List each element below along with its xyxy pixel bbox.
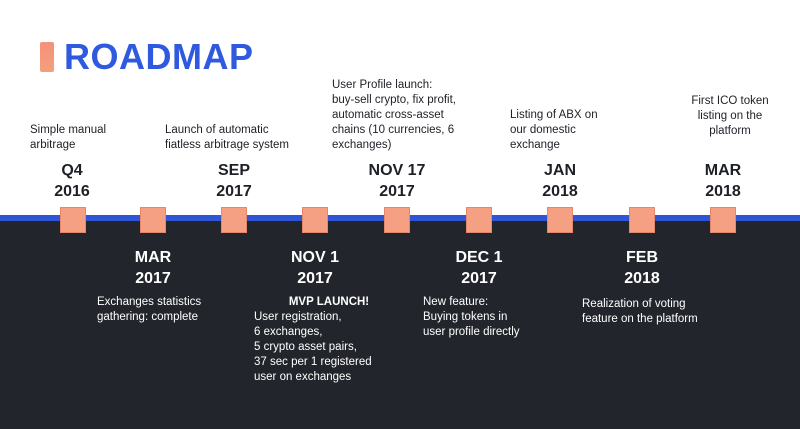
milestone-description: Exchanges statistics gathering: complete [97, 295, 201, 325]
milestone-year: 2017 [461, 270, 497, 287]
milestone-month: Q4 [61, 162, 83, 179]
description-line: User registration, [254, 311, 342, 323]
milestone-month: FEB [626, 249, 658, 266]
description-line: 37 sec per 1 registered [254, 356, 372, 368]
milestone-date: NOV 1 2017 [255, 247, 375, 289]
milestone-description: MVP LAUNCH! User registration, 6 exchang… [254, 295, 404, 385]
description-line: Buying tokens in [423, 311, 508, 323]
milestone-year: 2018 [542, 183, 578, 200]
milestone-month: NOV 1 [290, 249, 339, 266]
description-line: user on exchanges [254, 371, 352, 383]
description-line: exchange [510, 139, 560, 151]
description-line: Launch of automatic [165, 124, 269, 136]
milestone-month: MAR [134, 249, 172, 266]
title-accent-icon [40, 42, 54, 72]
title-group: ROADMAP [40, 36, 254, 78]
description-line: our domestic [510, 124, 576, 136]
milestone-marker-q4-2016 [60, 207, 86, 233]
description-line: automatic cross-asset [332, 109, 444, 121]
milestone-marker-dec1-2017 [466, 207, 492, 233]
milestone-description: Simple manual arbitrage [30, 123, 106, 153]
milestone-year: 2017 [379, 183, 415, 200]
milestone-marker-mar-2017 [140, 207, 166, 233]
milestone-month: MAR [704, 162, 742, 179]
milestone-description: User Profile launch: buy-sell crypto, fi… [332, 78, 456, 153]
description-line: feature on the platform [582, 313, 698, 325]
milestone-description: Launch of automatic fiatless arbitrage s… [165, 123, 289, 153]
description-line: Realization of voting [582, 298, 686, 310]
milestone-description: Realization of voting feature on the pla… [582, 297, 698, 327]
milestone-description: First ICO token listing on the platform [680, 94, 780, 139]
description-line: arbitrage [30, 139, 76, 151]
milestone-date: FEB 2018 [582, 247, 702, 289]
milestone-description: New feature: Buying tokens in user profi… [423, 295, 520, 340]
top-background [0, 0, 800, 220]
description-line: New feature: [423, 296, 489, 308]
milestone-month: SEP [217, 162, 250, 179]
milestone-year: 2018 [624, 270, 660, 287]
description-line: gathering: complete [97, 311, 199, 323]
milestone-date: DEC 1 2017 [419, 247, 539, 289]
description-line: 6 exchanges, [254, 326, 323, 338]
mvp-launch-heading: MVP LAUNCH! [288, 296, 370, 308]
page-title: ROADMAP [64, 36, 254, 77]
milestone-date: MAR 2017 [93, 247, 213, 289]
milestone-month: JAN [543, 162, 576, 179]
milestone-year: 2017 [216, 183, 252, 200]
description-line: User Profile launch: [332, 79, 433, 91]
description-line: listing on the [697, 110, 763, 122]
milestone-year: 2017 [135, 270, 171, 287]
milestone-date: SEP 2017 [174, 160, 294, 202]
milestone-year: 2016 [54, 183, 90, 200]
milestone-marker-mar-2018 [710, 207, 736, 233]
milestone-month: NOV 17 [368, 162, 426, 179]
description-line: Simple manual [30, 124, 107, 136]
description-line: First ICO token [691, 95, 769, 107]
description-line: exchanges) [332, 139, 392, 151]
milestone-marker-nov17-2017 [384, 207, 410, 233]
description-line: chains (10 currencies, 6 [332, 124, 455, 136]
milestone-year: 2018 [705, 183, 741, 200]
milestone-month: DEC 1 [455, 249, 503, 266]
milestone-date: JAN 2018 [500, 160, 620, 202]
description-line: user profile directly [423, 326, 520, 338]
milestone-marker-nov1-2017 [302, 207, 328, 233]
milestone-marker-feb-2018 [629, 207, 655, 233]
description-line: fiatless arbitrage system [165, 139, 289, 151]
milestone-date: NOV 17 2017 [337, 160, 457, 202]
milestone-date: Q4 2016 [12, 160, 132, 202]
dark-panel [0, 220, 800, 429]
milestone-year: 2017 [297, 270, 333, 287]
description-line: Listing of ABX on [510, 109, 598, 121]
milestone-date: MAR 2018 [663, 160, 783, 202]
description-line: platform [709, 125, 751, 137]
milestone-description: Listing of ABX on our domestic exchange [510, 108, 598, 153]
milestone-marker-sep-2017 [221, 207, 247, 233]
milestone-marker-jan-2018 [547, 207, 573, 233]
description-line: 5 crypto asset pairs, [254, 341, 357, 353]
description-line: buy-sell crypto, fix profit, [332, 94, 456, 106]
description-line: Exchanges statistics [97, 296, 202, 308]
